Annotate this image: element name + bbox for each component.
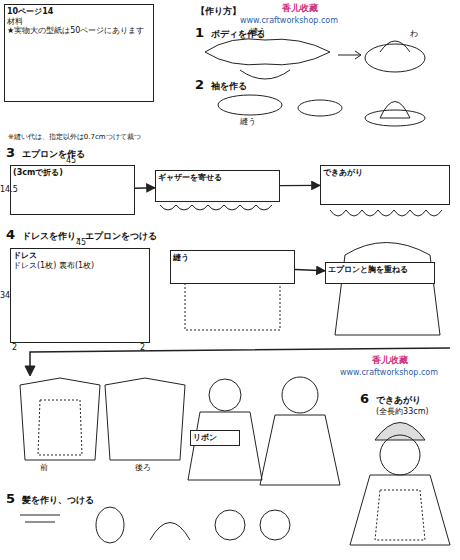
label: www.craftworkshop.com xyxy=(340,369,438,378)
hair-head xyxy=(260,510,290,540)
dress-figure xyxy=(20,378,100,460)
label: 香儿收藏 xyxy=(372,356,408,366)
doll-apron xyxy=(375,490,425,540)
step-arrow xyxy=(295,270,325,271)
node-text: エプロンと胸を重ねる xyxy=(328,265,432,275)
step-arrow xyxy=(338,55,360,56)
pattern-box: 縫う xyxy=(170,250,295,284)
label: (全長約33cm) xyxy=(376,408,429,417)
node-text: ドレス(1枚) 裏布(1枚) xyxy=(13,261,147,271)
node-text: ギャザーを寄せる xyxy=(158,173,277,183)
heading: 【作り方】 xyxy=(196,5,241,18)
label: 縫う xyxy=(240,118,256,127)
gather-frill xyxy=(330,210,442,216)
body-stuffed xyxy=(365,44,425,72)
label: 45 xyxy=(76,239,86,248)
doll-head xyxy=(209,379,241,411)
pattern-box: ドレスドレス(1枚) 裏布(1枚) xyxy=(10,248,150,343)
node-text: ドレス xyxy=(13,251,147,261)
pattern-box: (3cmで折る) xyxy=(10,165,135,215)
arrow-head xyxy=(25,366,35,376)
label: 34 xyxy=(0,292,10,301)
label: www.craftworkshop.com xyxy=(240,17,338,26)
doll-body xyxy=(260,415,340,485)
hair-head xyxy=(215,510,245,540)
node-text: ★実物大の型紙は50ページにあります xyxy=(7,26,151,36)
label: できあがり xyxy=(376,396,421,406)
gather-frill xyxy=(160,205,272,210)
label: 前 xyxy=(40,464,48,473)
label: 4 xyxy=(6,228,15,242)
step-arrow xyxy=(280,185,320,187)
label: 後ろ xyxy=(135,464,151,473)
body-neck xyxy=(240,70,290,79)
label: 1 xyxy=(195,26,204,40)
arrow-head xyxy=(355,51,361,59)
body-head xyxy=(380,41,410,52)
sleeve-piece xyxy=(218,95,282,115)
apron-figure xyxy=(38,400,82,455)
hair-piece xyxy=(150,523,190,541)
pattern-box: リボン xyxy=(190,430,240,446)
pattern-box: 10ページ14材料★実物大の型紙は50ページにあります xyxy=(4,4,154,102)
sleeve-brim xyxy=(365,110,425,126)
label: わ xyxy=(410,30,418,39)
hair-piece xyxy=(96,507,124,543)
pattern-box: できあがり xyxy=(320,165,450,205)
label: 45 xyxy=(66,157,76,166)
pattern-box: ギャザーを寄せる xyxy=(155,170,280,202)
label: 2 xyxy=(195,78,204,92)
dress-body xyxy=(335,243,440,336)
doll-dress xyxy=(350,475,450,545)
label: 6 xyxy=(360,392,369,406)
body-piece xyxy=(205,39,330,65)
node-text: 10ページ14 xyxy=(7,7,151,17)
node-text: (3cmで折る) xyxy=(13,168,132,178)
label: 袖を作る xyxy=(211,82,247,92)
node-text: リボン xyxy=(193,433,237,443)
step-arrow xyxy=(135,187,155,189)
doll-head xyxy=(380,435,420,475)
label: 3 xyxy=(6,146,15,160)
label: 5 xyxy=(6,492,15,506)
hair-strand xyxy=(20,515,60,522)
label: 2 xyxy=(12,344,17,353)
label: 縫う xyxy=(250,28,266,37)
pattern-box: エプロンと胸を重ねる xyxy=(325,262,435,284)
doll-hair xyxy=(375,423,425,441)
node-text: 縫う xyxy=(173,253,292,263)
label: ※縫い代は、指定以外は0.7cmつけて裁つ xyxy=(8,134,141,142)
doll-head xyxy=(282,377,318,413)
doll-body xyxy=(188,412,262,480)
sleeve-piece xyxy=(298,100,342,116)
label: 香儿收藏 xyxy=(282,4,318,14)
label: 髪を作り、つける xyxy=(22,496,94,506)
label: ドレスを作り、エプロンをつける xyxy=(22,232,157,242)
node-text: 材料 xyxy=(7,17,151,27)
label: 14.5 xyxy=(0,186,18,195)
label: 2 xyxy=(140,344,145,353)
node-text: できあがり xyxy=(323,168,447,178)
dress-figure xyxy=(105,378,185,460)
